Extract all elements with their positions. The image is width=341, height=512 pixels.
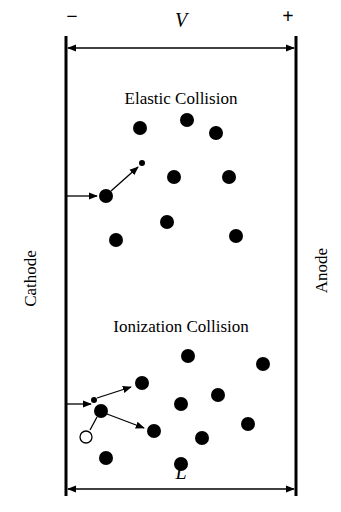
anode-plate xyxy=(295,36,298,496)
length-dimension xyxy=(68,488,294,489)
incident-electron xyxy=(67,195,97,196)
length-label: L xyxy=(175,462,186,482)
electron xyxy=(91,397,97,403)
polarity-sign: − xyxy=(66,6,77,26)
electrode-label: Cathode xyxy=(22,250,39,307)
voltage-dimension xyxy=(68,47,294,48)
electron-path xyxy=(97,387,131,398)
released-electron-path xyxy=(107,414,144,428)
positive-ion xyxy=(80,431,92,443)
region-label: Ionization Collision xyxy=(113,318,249,335)
ion-path xyxy=(90,417,97,430)
electrode-label: Anode xyxy=(313,247,330,292)
gas-atoms xyxy=(99,113,243,247)
cathode-plate xyxy=(65,36,68,496)
electron xyxy=(139,160,145,166)
voltage-label: V xyxy=(175,10,187,30)
gas-atoms xyxy=(94,349,270,471)
polarity-sign: + xyxy=(282,6,293,26)
region-label: Elastic Collision xyxy=(125,90,238,107)
incident-electron xyxy=(67,403,91,404)
scattered-electron-path xyxy=(111,167,138,191)
